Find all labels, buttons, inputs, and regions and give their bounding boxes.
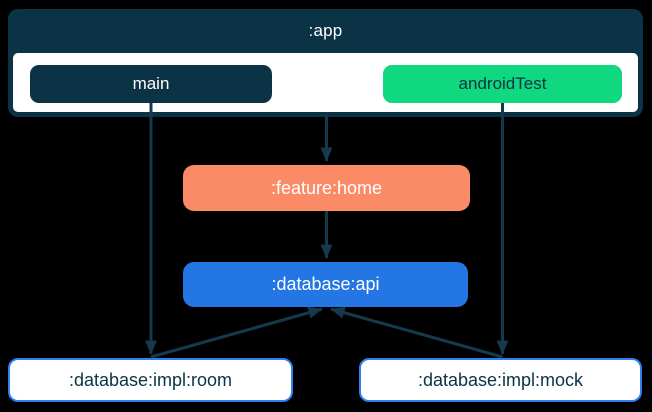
source-set-androidtest: androidTest xyxy=(383,65,622,103)
module-database-impl-room: :database:impl:room xyxy=(8,358,293,402)
app-source-sets-panel: main androidTest xyxy=(13,53,638,112)
source-set-main-label: main xyxy=(132,74,170,93)
app-title: :app xyxy=(308,21,343,40)
module-database-impl-room-label: :database:impl:room xyxy=(68,369,233,390)
edge-impl-room-to-database-api xyxy=(150,306,323,359)
module-feature-home: :feature:home xyxy=(183,165,470,211)
module-database-impl-mock-label: :database:impl:mock xyxy=(417,369,584,390)
module-database-api: :database:api xyxy=(183,262,468,307)
module-database-api-label: :database:api xyxy=(271,274,380,294)
edge-impl-mock-to-database-api xyxy=(330,306,503,359)
source-set-main: main xyxy=(30,65,272,103)
app-container: :app main androidTest xyxy=(8,9,643,117)
module-feature-home-label: :feature:home xyxy=(270,177,383,198)
source-set-androidtest-label: androidTest xyxy=(458,74,547,93)
module-database-impl-mock: :database:impl:mock xyxy=(359,358,642,402)
